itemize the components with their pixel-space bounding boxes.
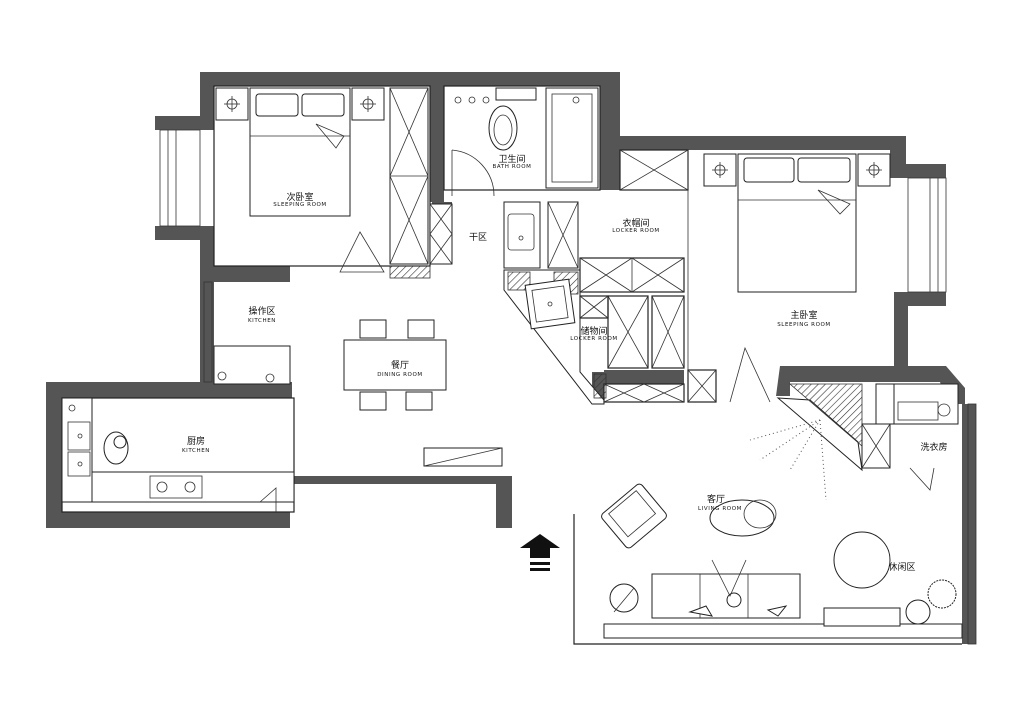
bedroom-secondary: 次卧室 SLEEPING ROOM bbox=[213, 85, 453, 279]
dining-area: 操作区 KITCHEN 餐厅 DINING ROOM bbox=[213, 305, 503, 467]
laundry-label: 洗衣房 bbox=[920, 441, 947, 453]
locker2-label: 储物间 bbox=[580, 325, 607, 337]
living-label-en: LIVING ROOM bbox=[698, 506, 742, 512]
bathroom: 卫生间 BATH ROOM bbox=[443, 85, 601, 197]
locker1-label: 衣帽间 bbox=[622, 217, 649, 229]
living-room: 客厅 LIVING ROOM 休闲区 bbox=[573, 419, 963, 645]
master-label: 主卧室 bbox=[790, 309, 817, 321]
bedroom2-label: 次卧室 bbox=[286, 191, 313, 203]
kitchen: 厨房 KITCHEN bbox=[61, 397, 295, 513]
kitchen-label-en: KITCHEN bbox=[182, 448, 210, 454]
work-area-label: 操作区 bbox=[248, 305, 275, 317]
dry-area: 干区 储物间 LOCKER ROOM bbox=[469, 201, 618, 405]
bathroom-label-en: BATH ROOM bbox=[493, 164, 532, 170]
walls bbox=[46, 72, 976, 644]
master-bedroom: 主卧室 SLEEPING ROOM bbox=[703, 153, 891, 472]
dining-label-en: DINING ROOM bbox=[377, 372, 423, 378]
laundry: 洗衣房 bbox=[861, 383, 959, 491]
locker-room: 衣帽间 LOCKER ROOM bbox=[579, 149, 717, 403]
windows bbox=[159, 129, 977, 645]
locker2-label-en: LOCKER ROOM bbox=[570, 336, 618, 342]
kitchen-label: 厨房 bbox=[187, 435, 205, 447]
leisure-label: 休闲区 bbox=[888, 561, 915, 573]
locker1-label-en: LOCKER ROOM bbox=[612, 228, 660, 234]
dining-label: 餐厅 bbox=[391, 359, 409, 371]
entrance-arrow-icon bbox=[520, 534, 560, 571]
bathroom-label: 卫生间 bbox=[498, 153, 525, 165]
light-rays bbox=[749, 419, 827, 501]
dry-area-label: 干区 bbox=[469, 232, 487, 243]
bedroom2-label-en: SLEEPING ROOM bbox=[273, 202, 327, 208]
master-label-en: SLEEPING ROOM bbox=[777, 322, 831, 328]
living-label: 客厅 bbox=[707, 493, 725, 505]
work-area-label-en: KITCHEN bbox=[248, 318, 276, 324]
